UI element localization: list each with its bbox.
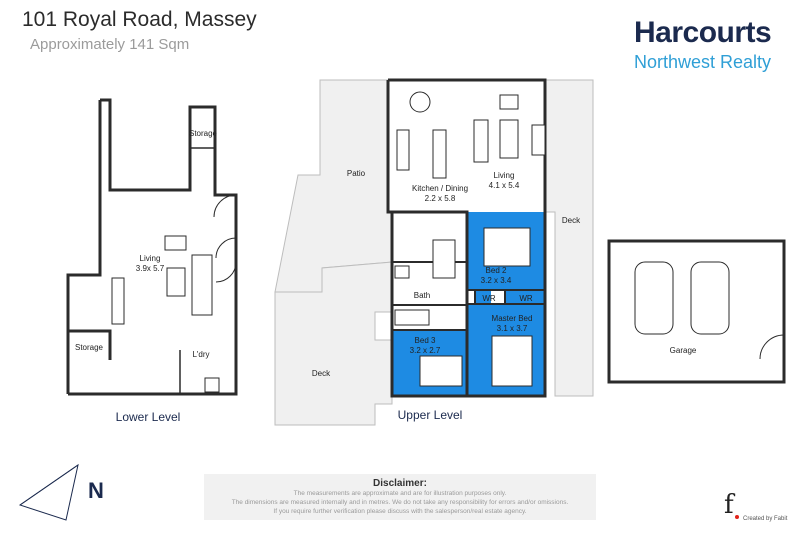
label-bed3-dim: 3.2 x 2.7 xyxy=(410,346,441,355)
coffee-table xyxy=(166,267,186,297)
wr2-fill xyxy=(505,290,545,304)
label-living-lower-dim: 3.9x 5.7 xyxy=(136,264,165,273)
fireplace xyxy=(531,124,546,156)
door-swing xyxy=(213,194,237,218)
label-bed2: Bed 2 xyxy=(486,266,507,275)
upper-level-fixtures xyxy=(394,91,546,387)
label-master-dim: 3.1 x 3.7 xyxy=(497,324,528,333)
label-laundry: L'dry xyxy=(192,350,209,359)
upper-level-walls xyxy=(386,78,547,398)
label-kitchen: Kitchen / Dining xyxy=(412,184,468,193)
lower-level-walls xyxy=(66,98,238,396)
laundry-tub xyxy=(204,377,220,393)
label-bath: Bath xyxy=(414,291,430,300)
master-bed xyxy=(491,335,533,387)
brand-logo: Harcourts xyxy=(634,16,772,49)
fabit-credit: Created by Fabit xyxy=(743,516,788,522)
deck-left-area xyxy=(274,261,393,426)
disclaimer-title: Disclaimer: xyxy=(373,478,427,489)
car-right xyxy=(690,261,730,335)
compass-letter: N xyxy=(88,478,104,503)
label-kitchen-dim: 2.2 x 5.8 xyxy=(425,194,456,203)
label-deck-left: Deck xyxy=(312,369,331,378)
patio-area xyxy=(274,79,393,293)
property-area: Approximately 141 Sqm xyxy=(30,36,190,53)
door-swing xyxy=(215,237,237,259)
kitchen-island xyxy=(432,129,447,179)
label-living-upper: Living xyxy=(494,171,515,180)
sofa xyxy=(191,254,213,316)
disclaimer-line: If you require further verification plea… xyxy=(273,508,527,515)
bed2-bed xyxy=(483,227,531,267)
compass: N xyxy=(18,463,104,521)
living-table xyxy=(499,119,519,159)
disclaimer-line: The measurements are approximate and are… xyxy=(293,490,507,497)
label-storage-top: Storage xyxy=(189,129,218,138)
label-living-upper-dim: 4.1 x 5.4 xyxy=(489,181,520,190)
brand-subtitle: Northwest Realty xyxy=(634,52,772,72)
bathtub xyxy=(394,309,430,326)
fabit-logo: f xyxy=(724,490,734,520)
property-address: 101 Royal Road, Massey xyxy=(22,8,257,31)
outdoor-areas xyxy=(274,79,594,426)
upper-level-label: Upper Level xyxy=(398,408,463,422)
dining-table xyxy=(409,91,431,113)
label-bed2-dim: 3.2 x 3.4 xyxy=(481,276,512,285)
garage-door-swing xyxy=(759,334,785,360)
stairs xyxy=(111,277,125,325)
lower-level-fixtures xyxy=(111,194,237,393)
stairs xyxy=(432,239,456,279)
label-storage-left: Storage xyxy=(75,343,104,352)
living-chair xyxy=(499,94,519,110)
label-living-lower: Living xyxy=(140,254,161,263)
label-deck-right: Deck xyxy=(562,216,581,225)
label-wr1: WR xyxy=(482,294,496,303)
garage-walls xyxy=(607,239,786,384)
chair xyxy=(164,235,187,251)
toilet xyxy=(394,265,410,279)
car-left xyxy=(634,261,674,335)
kitchen-bench xyxy=(396,129,410,171)
living-sofa xyxy=(473,119,489,163)
fabit-dot-icon xyxy=(735,515,739,519)
deck-right-area xyxy=(544,79,594,397)
disclaimer-box: Disclaimer: The measurements are approxi… xyxy=(204,474,596,520)
disclaimer-line: The dimensions are measured internally a… xyxy=(231,499,569,506)
compass-arrow xyxy=(18,463,79,521)
label-garage: Garage xyxy=(670,346,697,355)
label-master: Master Bed xyxy=(492,314,533,323)
label-bed3: Bed 3 xyxy=(415,336,436,345)
lower-level-label: Lower Level xyxy=(116,410,181,424)
room-labels: Storage Storage Living 3.9x 5.7 L'dry Pa… xyxy=(75,129,697,378)
garage-block xyxy=(607,239,786,384)
label-wr2: WR xyxy=(519,294,533,303)
bed3-bed xyxy=(419,355,463,387)
compass-line xyxy=(19,464,79,506)
label-patio: Patio xyxy=(347,169,366,178)
door-swing xyxy=(215,261,237,283)
